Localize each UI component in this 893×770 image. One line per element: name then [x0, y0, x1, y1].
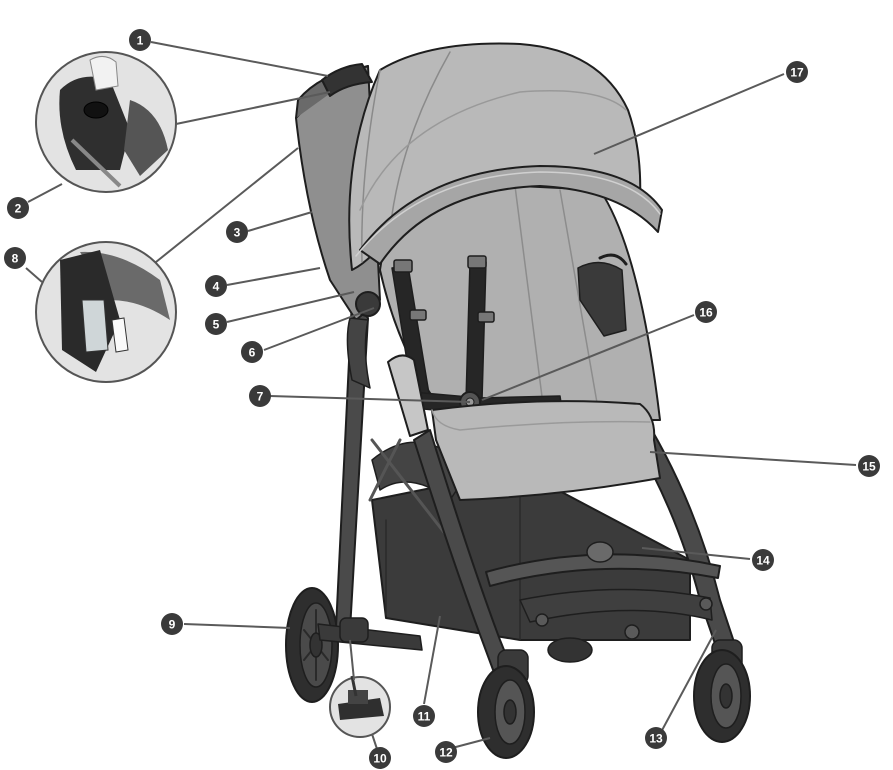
callout-7: 7: [249, 385, 271, 407]
callout-3: 3: [226, 221, 248, 243]
inset-brake-pedal: [330, 676, 390, 737]
callout-10: 10: [369, 747, 391, 769]
callout-13: 13: [645, 727, 667, 749]
leader-15: [650, 452, 856, 465]
callout-number: 13: [649, 732, 663, 746]
leader-9: [184, 624, 290, 628]
callout-2: 2: [7, 197, 29, 219]
callout-number: 8: [12, 252, 19, 266]
callout-16: 16: [695, 301, 717, 323]
seat-leg-rest-shape: [432, 401, 660, 500]
front-wheel-left: [478, 650, 534, 758]
callout-11: 11: [413, 705, 435, 727]
callout-number: 1: [137, 34, 144, 48]
rear-wheel-left: [286, 588, 338, 702]
leader-8: [26, 268, 42, 282]
leader-5: [227, 292, 354, 322]
leader-3: [248, 212, 312, 231]
leader-8b: [156, 148, 298, 262]
inset-recline-strap: [36, 242, 176, 382]
stroller-illustration: [286, 44, 750, 758]
leader-11: [424, 616, 440, 704]
callout-number: 3: [234, 226, 241, 240]
callout-number: 12: [439, 746, 453, 760]
callout-number: 15: [862, 460, 876, 474]
callout-number: 5: [213, 318, 220, 332]
callout-number: 10: [373, 752, 387, 766]
callout-9: 9: [161, 613, 183, 635]
callout-6: 6: [241, 341, 263, 363]
callout-number: 6: [249, 346, 256, 360]
callout-4: 4: [205, 275, 227, 297]
rear-hub: [340, 618, 368, 642]
callout-5: 5: [205, 313, 227, 335]
inset-fold-handle: [36, 52, 176, 192]
callout-number: 9: [169, 618, 176, 632]
callout-15: 15: [858, 455, 880, 477]
leader-1: [151, 42, 328, 76]
callout-number: 14: [756, 554, 770, 568]
callout-number: 11: [418, 710, 431, 724]
callout-8: 8: [4, 247, 26, 269]
callout-number: 2: [15, 202, 22, 216]
callout-number: 4: [213, 280, 220, 294]
recline-hub-shape: [356, 292, 380, 316]
callout-number: 16: [699, 306, 713, 320]
callout-14: 14: [752, 549, 774, 571]
callout-17: 17: [786, 61, 808, 83]
callout-number: 7: [257, 390, 264, 404]
leader-2: [28, 184, 62, 202]
callout-number: 17: [790, 66, 804, 80]
callout-1: 1: [129, 29, 151, 51]
callout-12: 12: [435, 741, 457, 763]
leader-10b: [350, 640, 354, 680]
leader-4: [227, 268, 320, 285]
